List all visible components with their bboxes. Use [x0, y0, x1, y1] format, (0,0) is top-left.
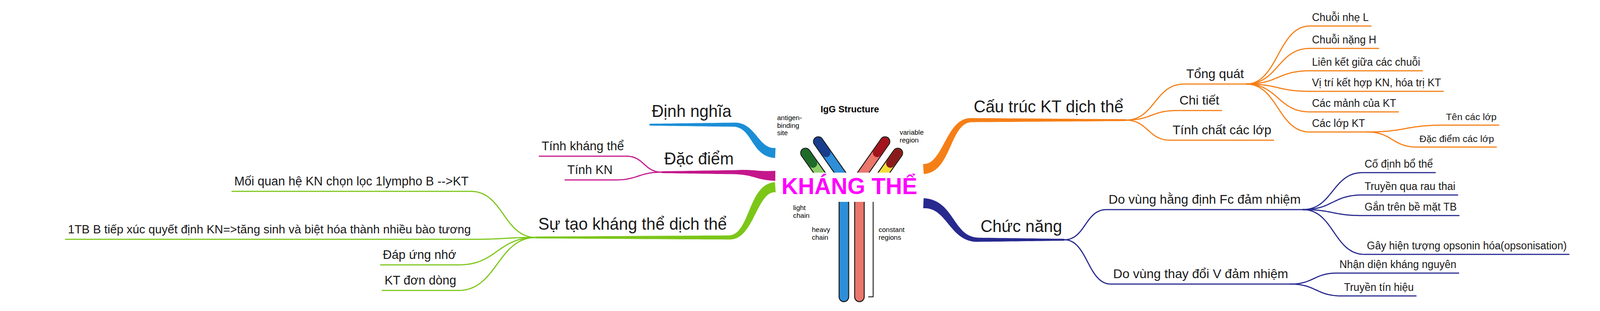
topic-text: Gây hiện tượng opsonin hóa(opsonisation) — [1364, 239, 1569, 254]
branch-connector — [661, 170, 776, 182]
part-label: light chain — [793, 204, 815, 220]
topic-text: Tính KN — [565, 162, 615, 180]
branch-connector — [1125, 84, 1247, 121]
main-branch-topic: Chức năng — [978, 216, 1065, 238]
branch-connector — [922, 118, 1126, 175]
topic-text: 1TB B tiếp xúc quyết định KN=>tăng sinh … — [65, 222, 474, 239]
part-label: antigen-binding site — [777, 114, 808, 138]
main-branch-topic: Đặc điểm — [661, 148, 736, 171]
sub-topic: Tính chất các lớp — [1170, 122, 1274, 140]
central-title: KHÁNG THỂ — [778, 172, 920, 203]
topic-text: Chuỗi nhẹ L — [1309, 10, 1371, 26]
topic-text: KT đơn dòng — [382, 272, 459, 290]
branch-connector — [1064, 209, 1303, 240]
branch-connector — [380, 237, 537, 266]
branch-connector — [382, 237, 536, 291]
topic-text: Truyền qua rau thai — [1362, 179, 1458, 195]
branch-connector — [923, 198, 1065, 242]
sub-topic: Mối quan hệ KN chọn lọc 1lympho B -->KT — [232, 173, 472, 191]
topic-text: Tổng quát — [1184, 65, 1247, 84]
sub-topic: Đáp ứng nhớ — [380, 247, 459, 265]
topic-text: Các mảnh của KT — [1309, 96, 1399, 112]
branch-connector — [1367, 132, 1497, 148]
sub-topic: Chi tiết — [1177, 92, 1222, 110]
sub-topic: Tổng quát — [1184, 65, 1247, 84]
topic-text: Cấu trúc KT dịch thể — [971, 96, 1126, 118]
branch-connector — [1302, 209, 1569, 255]
sub-topic: Tên các lớp — [1443, 110, 1499, 125]
heavy-chain-outline — [818, 141, 844, 298]
topic-text: Mối quan hệ KN chọn lọc 1lympho B -->KT — [232, 173, 472, 191]
region-bracket — [868, 197, 874, 298]
sub-topic: Gắn trên bề mặt TB — [1362, 200, 1460, 215]
topic-text: Tính chất các lớp — [1170, 122, 1274, 140]
topic-text: Chức năng — [978, 216, 1065, 238]
topic-text: Truyền tín hiệu — [1341, 280, 1417, 296]
branch-connector — [65, 237, 537, 240]
heavy-chain — [818, 141, 844, 298]
topic-text: Định nghĩa — [649, 101, 734, 123]
heavy-chain — [859, 141, 886, 298]
heavy-chain-outline — [859, 141, 886, 298]
topic-text: Sự tạo kháng thể dịch thể — [536, 213, 730, 236]
sub-topic: 1TB B tiếp xúc quyết định KN=>tăng sinh … — [65, 222, 474, 239]
variable-domain — [818, 141, 827, 154]
branch-connector — [1064, 240, 1291, 285]
main-branch-topic: Định nghĩa — [649, 101, 734, 123]
topic-text: Đáp ứng nhớ — [380, 247, 459, 265]
topic-text: Tên các lớp — [1443, 110, 1499, 125]
sub-topic: Vị trí kết hợp KN, hóa trị KT — [1309, 75, 1444, 91]
sub-topic: Chuỗi nhẹ L — [1309, 10, 1371, 26]
part-label: heavy chain — [811, 226, 835, 242]
topic-text: Cố định bổ thể — [1362, 157, 1436, 172]
topic-text: Đặc điểm các lớp — [1417, 132, 1497, 147]
topic-text: Đặc điểm — [661, 148, 736, 171]
sub-topic: Đặc điểm các lớp — [1417, 132, 1497, 147]
sub-topic: Truyền qua rau thai — [1362, 179, 1458, 195]
branch-connector — [536, 182, 776, 240]
antibody-figure — [805, 141, 898, 298]
topic-text: Nhận diện kháng nguyên — [1337, 257, 1459, 273]
sub-topic: Do vùng hằng định Fc đảm nhiệm — [1106, 191, 1303, 209]
sub-topic: Gây hiện tượng opsonin hóa(opsonisation) — [1364, 239, 1569, 254]
sub-topic: Truyền tín hiệu — [1341, 280, 1417, 296]
sub-topic: Liên kết giữa các chuỗi — [1309, 55, 1423, 70]
sub-topic: Nhận diện kháng nguyên — [1337, 257, 1459, 273]
topic-text: Các lớp KT — [1309, 116, 1368, 132]
main-branch-topic: Sự tạo kháng thể dịch thể — [536, 213, 730, 236]
central-topic: KHÁNG THỂ — [775, 98, 924, 307]
figure-title: IgG Structure — [820, 104, 880, 115]
branch-connector — [1367, 125, 1499, 133]
sub-topic: Tính kháng thể — [539, 138, 627, 156]
part-label: constant regions — [878, 226, 916, 242]
sub-topic: Cố định bổ thể — [1362, 157, 1436, 172]
branch-connector — [1125, 120, 1275, 141]
variable-domain — [890, 153, 898, 164]
variable-domain — [877, 141, 886, 154]
topic-text: Tính kháng thể — [539, 138, 627, 156]
variable-domain — [805, 153, 813, 164]
sub-topic: KT đơn dòng — [382, 272, 459, 290]
topic-text: Chuỗi nặng H — [1309, 32, 1379, 48]
topic-text: Do vùng thay đổi V đảm nhiệm — [1110, 266, 1291, 284]
topic-text: Liên kết giữa các chuỗi — [1309, 55, 1423, 70]
part-label: variable region — [899, 128, 932, 144]
sub-topic: Các lớp KT — [1309, 116, 1368, 132]
topic-text: Vị trí kết hợp KN, hóa trị KT — [1309, 75, 1444, 91]
main-branch-topic: Cấu trúc KT dịch thể — [971, 96, 1126, 118]
branch-connector — [1125, 110, 1222, 121]
topic-text: Chi tiết — [1177, 92, 1222, 110]
sub-topic: Do vùng thay đổi V đảm nhiệm — [1110, 266, 1291, 284]
sub-topic: Tính KN — [565, 162, 615, 180]
sub-topic: Các mảnh của KT — [1309, 96, 1399, 112]
sub-topic: Chuỗi nặng H — [1309, 32, 1379, 48]
topic-text: Do vùng hằng định Fc đảm nhiệm — [1106, 191, 1303, 209]
topic-text: Gắn trên bề mặt TB — [1362, 200, 1460, 215]
